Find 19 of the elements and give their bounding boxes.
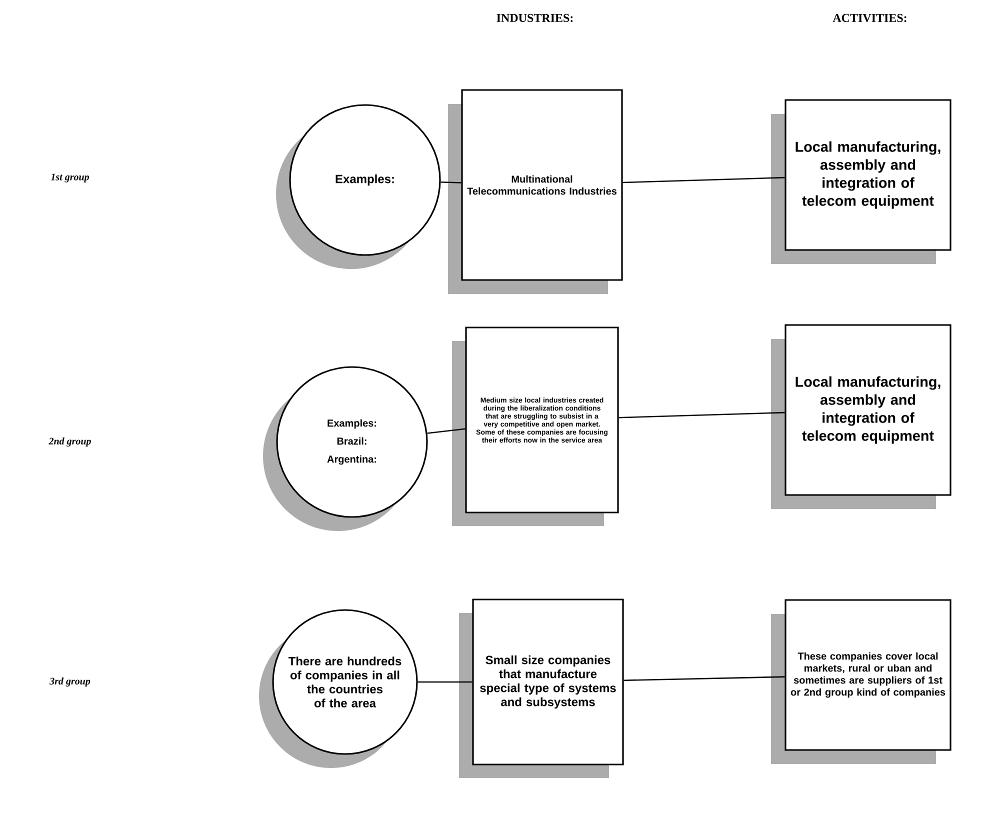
connector-line	[622, 176, 785, 184]
circle-node: Examples:	[289, 104, 441, 256]
circle-node: There are hundreds of companies in all the countries of the area	[272, 609, 418, 755]
text-box: Small size companies that manufacture special type of systems and subsystems	[472, 598, 624, 766]
text-box: Multinational Telecommunications Industries	[461, 89, 623, 281]
connector-line	[618, 412, 785, 418]
connector-line	[624, 676, 785, 681]
circle-node: Examples: Brazil: Argentina:	[276, 366, 428, 518]
connector-line	[418, 681, 472, 683]
group-label: 3rd group	[50, 677, 90, 687]
group-label: 2nd group	[48, 437, 91, 447]
column-heading: ACTIVITIES:	[832, 14, 906, 22]
connector-line	[427, 428, 466, 434]
text-box: These companies cover local markets, rural or uban and sometimes are suppliers of 1st or 2nd group kind of companies	[784, 599, 952, 751]
text-box: Local manufacturing, assembly and integration of telecom equipment	[784, 324, 952, 496]
group-label: 1st group	[50, 174, 90, 182]
text-box: Local manufacturing, assembly and integration of telecom equipment	[784, 99, 952, 251]
column-heading: INDUSTRIES:	[496, 14, 573, 22]
connector-line	[440, 182, 462, 184]
